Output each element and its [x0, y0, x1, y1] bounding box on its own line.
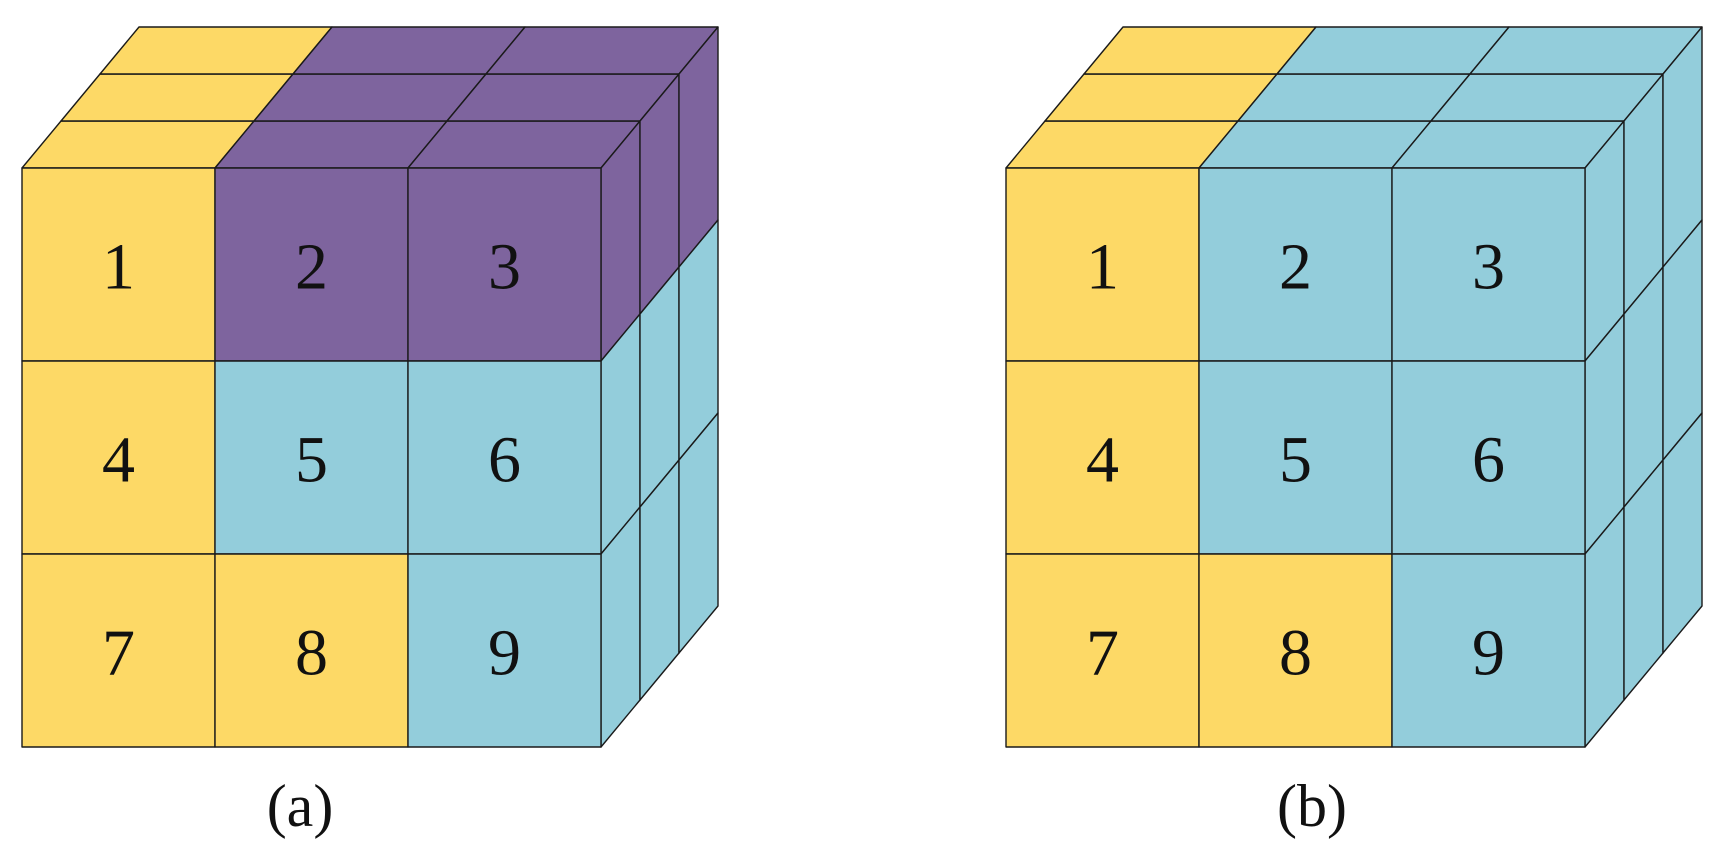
- top-face-cell: [1044, 73, 1278, 122]
- top-face-cell: [485, 26, 719, 75]
- cell-number-label: 2: [1279, 231, 1312, 304]
- top-face-cell: [1198, 120, 1432, 169]
- top-face-cell: [214, 120, 448, 169]
- caption-a: (a): [267, 773, 334, 839]
- top-face-cell: [1469, 26, 1703, 75]
- top-face-cell: [1237, 73, 1471, 122]
- top-face-cell: [253, 73, 487, 122]
- side-face-cell: [1662, 412, 1703, 654]
- cube-a: 1 2 3 4 5 6 7 8 9: [21, 26, 719, 748]
- top-face-cell: [1083, 26, 1317, 75]
- caption-b: (b): [1277, 773, 1347, 839]
- front-cell-9: [407, 553, 602, 748]
- side-face-cell: [678, 412, 719, 654]
- cube-b: 1 2 3 4 5 6 7 8 9: [1005, 26, 1703, 748]
- cell-number-label: 6: [1472, 424, 1505, 497]
- top-face-cell: [407, 120, 641, 169]
- top-face-cell: [21, 120, 255, 169]
- top-face-cell: [1005, 120, 1239, 169]
- cell-number-label: 1: [102, 231, 135, 304]
- cell-number-label: 3: [488, 231, 521, 304]
- top-face-cell: [1276, 26, 1510, 75]
- cell-number-label: 2: [295, 231, 328, 304]
- top-face-cell: [1430, 73, 1664, 122]
- cell-number-label: 5: [1279, 424, 1312, 497]
- top-face-cell: [60, 73, 294, 122]
- cell-number-label: 4: [102, 424, 135, 497]
- cell-number-label: 5: [295, 424, 328, 497]
- cell-number-label: 7: [102, 617, 135, 690]
- cell-number-label: 8: [1279, 617, 1312, 690]
- cell-number-label: 1: [1086, 231, 1119, 304]
- cell-number-label: 9: [1472, 617, 1505, 690]
- top-face-cell: [1391, 120, 1625, 169]
- cell-number-label: 3: [1472, 231, 1505, 304]
- top-face-cell: [292, 26, 526, 75]
- cell-number-label: 7: [1086, 617, 1119, 690]
- top-face-cell: [446, 73, 680, 122]
- cell-number-label: 6: [488, 424, 521, 497]
- cell-number-label: 9: [488, 617, 521, 690]
- top-face-cell: [99, 26, 333, 75]
- cell-number-label: 4: [1086, 424, 1119, 497]
- cell-number-label: 8: [295, 617, 328, 690]
- front-cell-9: [1391, 553, 1586, 748]
